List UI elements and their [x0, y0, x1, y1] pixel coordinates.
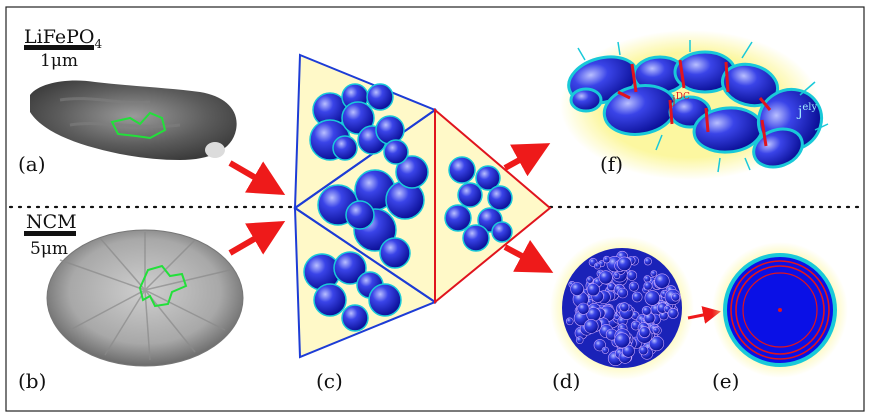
packed-particle — [643, 275, 651, 283]
ellipsoid-particles-f — [560, 30, 829, 180]
green-outline-bottom — [138, 264, 188, 308]
scale-bar-bottom — [24, 231, 76, 236]
panel-label-c: (c) — [316, 369, 343, 393]
panel-label-a: (a) — [18, 152, 46, 176]
arrow-b-to-c — [228, 220, 286, 256]
panel-label-d: (d) — [552, 369, 580, 393]
scale-bar-top — [24, 45, 94, 50]
packed-particle — [648, 335, 665, 352]
packed-particle — [594, 262, 601, 270]
packed-particle — [617, 287, 629, 299]
material-label-bottom: NCM — [26, 211, 77, 233]
packed-particle — [598, 270, 613, 285]
green-outline-top — [110, 111, 167, 140]
packed-particle — [583, 319, 599, 334]
packed-particle — [570, 282, 584, 296]
packed-particle — [602, 255, 611, 264]
packed-particle — [575, 336, 584, 345]
scale-bar-label-top: 1μm — [40, 51, 78, 71]
packed-particle — [619, 302, 630, 313]
panel-label-f: (f) — [600, 152, 623, 176]
packed-sphere-d — [550, 236, 694, 380]
packed-particle — [586, 276, 594, 284]
particle-spheres-c — [303, 83, 513, 332]
packed-particle — [628, 281, 639, 292]
packed-particle — [601, 346, 609, 354]
arrow-c-to-f — [503, 143, 551, 177]
packed-particle — [626, 270, 638, 281]
packed-particle — [613, 272, 621, 279]
scale-bar-label-bottom: 5μm — [30, 239, 68, 259]
packed-particle — [650, 270, 658, 277]
packed-particle — [631, 291, 643, 303]
concentric-sphere-e — [712, 242, 848, 378]
packed-particle — [652, 326, 660, 334]
packed-particle — [641, 305, 652, 316]
packed-particle — [614, 332, 630, 349]
packed-particle — [577, 302, 590, 315]
packed-particle — [643, 257, 652, 266]
packed-particle — [586, 283, 600, 297]
packed-particle — [565, 317, 574, 326]
material-label-top: LiFePO4 — [24, 26, 102, 51]
arrow-c-to-d — [503, 239, 554, 273]
packed-particle — [617, 256, 632, 271]
packed-particle — [654, 273, 670, 289]
packed-particle — [643, 281, 653, 291]
arrow-a-to-c — [228, 160, 286, 196]
packed-particle — [638, 326, 651, 338]
packed-particle — [667, 307, 679, 319]
packed-particle — [638, 345, 649, 356]
flux-label-ely: jely — [796, 102, 817, 120]
panel-label-e: (e) — [712, 369, 739, 393]
packed-particle — [644, 290, 660, 306]
flux-label-dc: jDC — [670, 92, 690, 107]
packed-particle — [671, 292, 681, 302]
panel-label-b: (b) — [18, 369, 46, 393]
